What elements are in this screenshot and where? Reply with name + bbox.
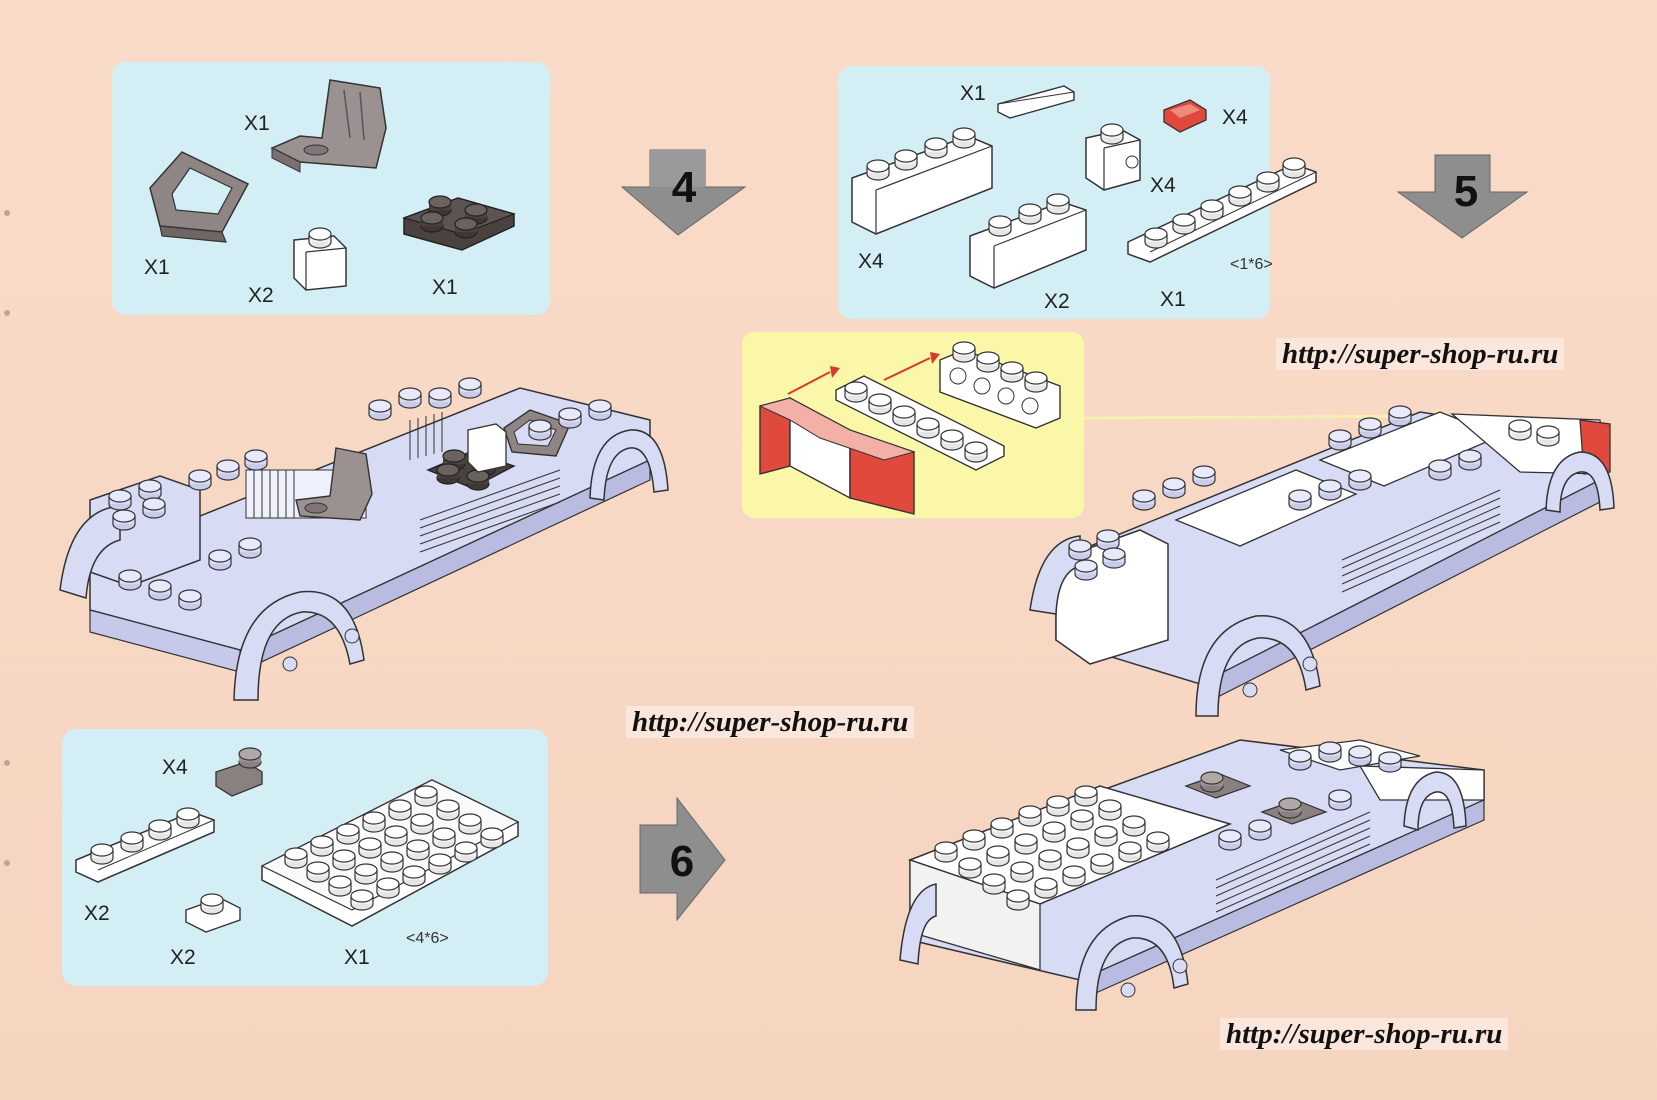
qty-side-stud: X4 — [1150, 174, 1176, 197]
callout-pointer-line — [1083, 414, 1441, 420]
qty-seat: X1 — [244, 112, 270, 135]
car-chassis-step5 — [1029, 405, 1615, 717]
binding-hole — [4, 860, 10, 866]
qty-brick-1x3: X2 — [1044, 290, 1070, 313]
watermark-text: http://super-shop-ru.ru — [1276, 338, 1565, 370]
watermark-url-middle: http://super-shop-ru.ru — [626, 706, 915, 739]
brick-1x3-part — [969, 193, 1087, 289]
watermark-url-bottom-right: http://super-shop-ru.ru — [1220, 1018, 1509, 1051]
qty-clip: X4 — [162, 756, 188, 779]
binding-hole — [4, 310, 10, 316]
step-number-4: 4 — [672, 163, 697, 212]
qty-brick-1x4: X4 — [858, 250, 884, 273]
dim-plate-1x6: <1*6> — [1230, 256, 1273, 273]
car-chassis-step4 — [59, 377, 669, 701]
qty-windshield: X1 — [144, 256, 170, 279]
step-number-6: 6 — [670, 837, 694, 886]
plate-4x6-part — [260, 779, 520, 927]
step-number-5: 5 — [1454, 167, 1478, 216]
watermark-text: http://super-shop-ru.ru — [626, 706, 915, 738]
binding-hole — [4, 210, 10, 216]
clip-part — [215, 747, 263, 797]
binding-hole — [4, 760, 10, 766]
plate-2x2-dark-part — [402, 195, 516, 251]
step5-arrow — [1396, 154, 1529, 239]
qty-tile: X1 — [960, 82, 986, 105]
plate-1x6-part — [1127, 157, 1317, 263]
qty-red-tile: X4 — [1222, 106, 1248, 129]
watermark-text: http://super-shop-ru.ru — [1220, 1018, 1509, 1050]
dim-plate-4x6: <4*6> — [406, 930, 449, 947]
brick-1x1-part — [293, 227, 347, 291]
rear-assembly-callout — [758, 341, 1061, 515]
step6-arrow — [639, 796, 726, 922]
windshield-part — [149, 151, 250, 243]
step4-arrow — [620, 149, 747, 236]
plate-1x4-part — [75, 807, 215, 883]
qty-plate-4x6: X1 — [344, 946, 370, 969]
brick-1x4-part — [851, 127, 993, 235]
tile-part — [997, 85, 1075, 119]
red-tile-part — [1163, 99, 1207, 133]
qty-plate-1x6: X1 — [1160, 288, 1186, 311]
qty-plate-1x1: X2 — [170, 946, 196, 969]
car-chassis-step6 — [899, 739, 1485, 1011]
seat-part — [270, 79, 387, 173]
qty-brick-1x1: X2 — [248, 284, 274, 307]
qty-plate-2x2: X1 — [432, 276, 458, 299]
side-stud-brick-part — [1085, 123, 1141, 191]
watermark-url-top-right: http://super-shop-ru.ru — [1276, 338, 1565, 371]
plate-1x1-part — [185, 893, 241, 933]
qty-plate-1x4: X2 — [84, 902, 110, 925]
